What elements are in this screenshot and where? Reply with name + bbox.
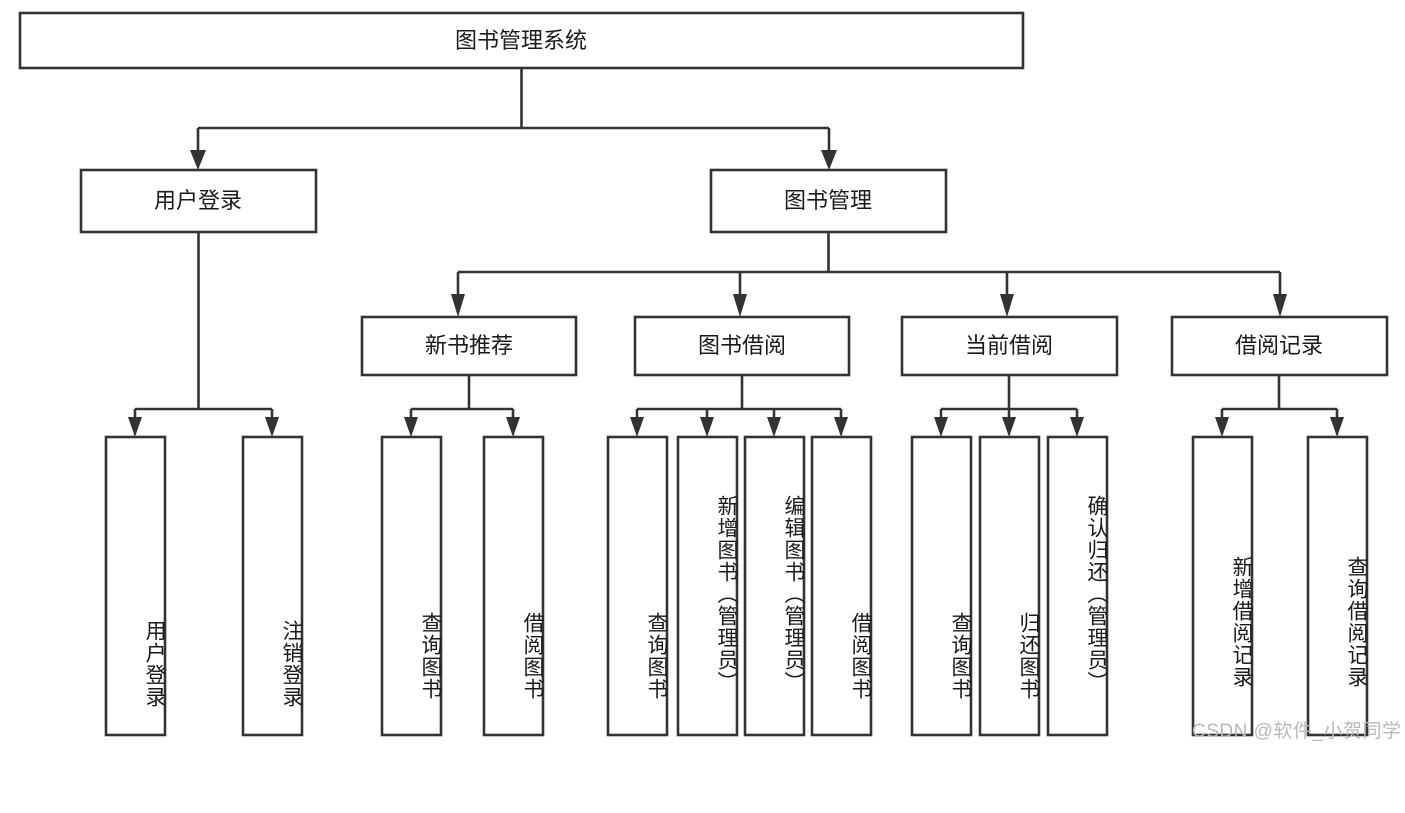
arrow-head-current-borrow bbox=[1000, 294, 1014, 317]
node-book-manage-label: 图书管理 bbox=[784, 188, 872, 213]
node-borrow-record[interactable] bbox=[1170, 315, 1389, 377]
csdn-watermark: CSDN @软件_小贺同学 bbox=[1192, 721, 1402, 742]
node-leaf-borrow-book-2[interactable] bbox=[810, 435, 873, 737]
node-layer: 图书管理系统 用户登录 图书管理 新书推荐 图书借阅 当前借阅 借阅记录 bbox=[18, 11, 1389, 737]
arrow-head-leaf-query-book-2 bbox=[630, 417, 644, 437]
node-book-borrow-label: 图书借阅 bbox=[698, 333, 786, 358]
node-leaf-query-record[interactable] bbox=[1306, 435, 1369, 737]
node-leaf-query-book-3[interactable] bbox=[910, 435, 973, 737]
node-book-borrow[interactable] bbox=[633, 315, 851, 377]
arrow-head-borrow-record bbox=[1273, 294, 1287, 317]
node-root-label: 图书管理系统 bbox=[455, 28, 587, 53]
node-leaf-user-logout[interactable] bbox=[241, 435, 304, 737]
arrow-head-book-manage bbox=[821, 150, 837, 170]
node-user-login-label: 用户登录 bbox=[154, 188, 242, 213]
diagram-canvas-root: 图书管理系统 用户登录 图书管理 新书推荐 图书借阅 当前借阅 借阅记录 bbox=[18, 11, 1402, 742]
node-new-book-recommend-label: 新书推荐 bbox=[425, 333, 513, 358]
node-leaf-edit-book[interactable] bbox=[743, 435, 806, 737]
arrow-head-leaf-add-record bbox=[1215, 417, 1229, 437]
arrow-head-book-borrow bbox=[733, 294, 747, 317]
arrow-head-leaf-edit-book bbox=[767, 417, 781, 437]
arrow-head-leaf-confirm-return bbox=[1070, 417, 1084, 437]
node-leaf-add-book[interactable] bbox=[676, 435, 739, 737]
node-leaf-query-book-1[interactable] bbox=[380, 435, 443, 737]
node-current-borrow[interactable] bbox=[900, 315, 1119, 377]
arrow-head-leaf-user-logout bbox=[265, 417, 279, 437]
connector-layer bbox=[128, 68, 1344, 437]
arrow-head-leaf-query-book-1 bbox=[404, 417, 418, 437]
arrow-head-leaf-return-book bbox=[1002, 417, 1016, 437]
node-leaf-add-record[interactable] bbox=[1191, 435, 1254, 737]
arrow-head-leaf-borrow-book-1 bbox=[506, 417, 520, 437]
arrow-head-leaf-borrow-book-2 bbox=[834, 417, 848, 437]
node-user-login[interactable] bbox=[79, 168, 318, 234]
node-leaf-confirm-return[interactable] bbox=[1046, 435, 1109, 737]
node-root[interactable] bbox=[18, 11, 1025, 70]
node-book-manage[interactable] bbox=[709, 168, 948, 234]
arrow-head-leaf-user-login bbox=[128, 417, 142, 437]
node-leaf-user-login[interactable] bbox=[104, 435, 167, 737]
arrow-head-user-login bbox=[190, 150, 206, 170]
arrow-head-leaf-add-book bbox=[700, 417, 714, 437]
arrow-head-leaf-query-record bbox=[1330, 417, 1344, 437]
node-borrow-record-label: 借阅记录 bbox=[1235, 333, 1323, 358]
arrow-head-leaf-query-book-3 bbox=[934, 417, 948, 437]
org-chart-svg: 图书管理系统 用户登录 图书管理 新书推荐 图书借阅 当前借阅 借阅记录 bbox=[18, 11, 1389, 737]
arrow-head-new-book-recommend bbox=[451, 294, 465, 317]
node-leaf-return-book[interactable] bbox=[978, 435, 1041, 737]
node-leaf-query-book-2[interactable] bbox=[606, 435, 669, 737]
node-new-book-recommend[interactable] bbox=[360, 315, 578, 377]
node-leaf-borrow-book-1[interactable] bbox=[482, 435, 545, 737]
node-current-borrow-label: 当前借阅 bbox=[965, 333, 1053, 358]
